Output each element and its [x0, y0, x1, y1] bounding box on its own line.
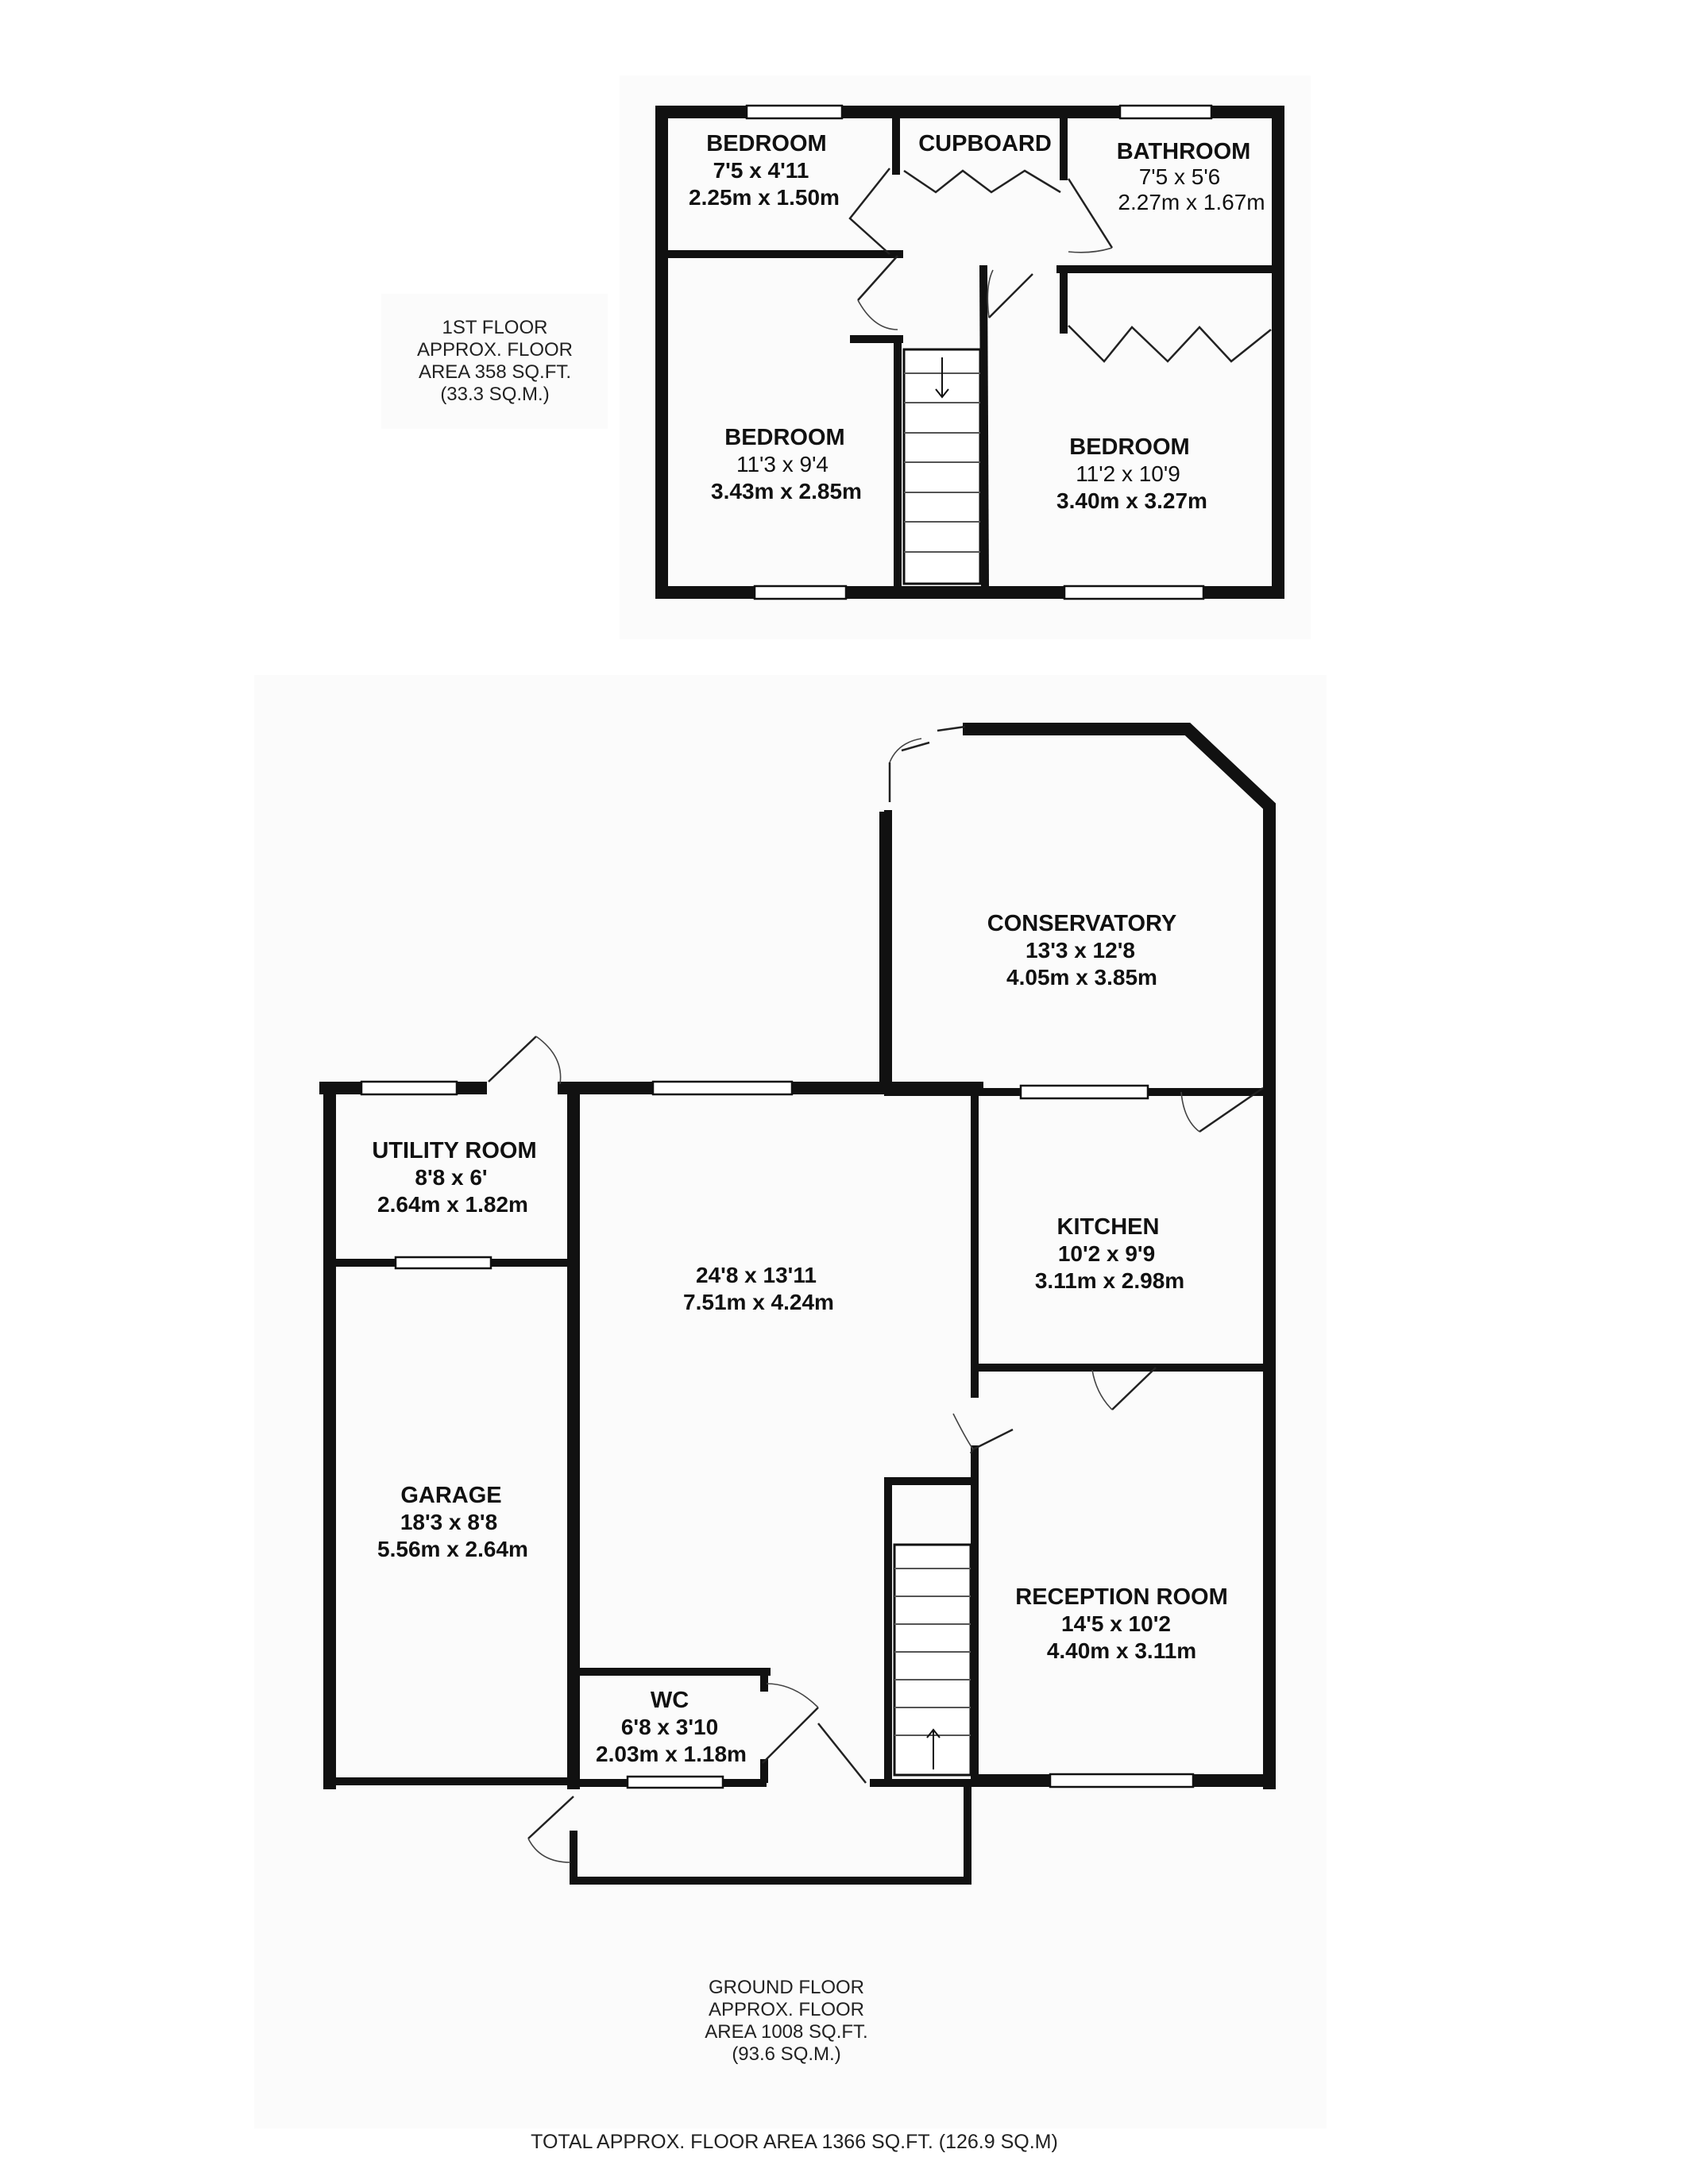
svg-text:GROUND FLOOR: GROUND FLOOR — [709, 1977, 864, 1998]
bedroom-right-metric: 3.40m x 3.27m — [1056, 488, 1207, 513]
living-imperial: 24'8 x 13'11 — [696, 1263, 817, 1287]
garage-imperial: 18'3 x 8'8 — [400, 1510, 497, 1534]
ground-floor-panel — [254, 675, 1327, 2128]
living-metric: 7.51m x 4.24m — [683, 1290, 834, 1314]
stairs-up-arrow — [926, 1728, 941, 1769]
bedroom-small-imperial: 7'5 x 4'11 — [713, 158, 809, 183]
bedroom-small-metric: 2.25m x 1.50m — [689, 185, 840, 210]
conservatory-name: CONSERVATORY — [987, 911, 1177, 936]
cupboard-name: CUPBOARD — [918, 131, 1052, 156]
bedroom-right-name: BEDROOM — [1069, 434, 1189, 460]
svg-text:AREA 358 SQ.FT.: AREA 358 SQ.FT. — [419, 361, 571, 383]
first-floor-area-note: 1ST FLOOR APPROX. FLOOR AREA 358 SQ.FT. … — [417, 317, 573, 405]
bathroom-imperial: 7'5 x 5'6 — [1139, 164, 1221, 189]
ground-floor-walls — [319, 723, 1276, 1885]
bedroom-right-imperial: 11'2 x 10'9 — [1076, 461, 1180, 486]
wc-name: WC — [651, 1688, 689, 1713]
kitchen-name: KITCHEN — [1057, 1214, 1160, 1240]
utility-room-imperial: 8'8 x 6' — [415, 1165, 487, 1190]
utility-room-metric: 2.64m x 1.82m — [377, 1192, 528, 1217]
ground-floor-area-note: GROUND FLOOR APPROX. FLOOR AREA 1008 SQ.… — [705, 1977, 867, 2065]
ground-floor-doors — [488, 725, 1264, 1863]
wc-imperial: 6'8 x 3'10 — [621, 1715, 718, 1739]
bedroom-left-metric: 3.43m x 2.85m — [711, 479, 862, 504]
wc-metric: 2.03m x 1.18m — [596, 1742, 747, 1766]
garage-name: GARAGE — [400, 1483, 501, 1508]
bathroom-metric: 2.27m x 1.67m — [1118, 190, 1265, 214]
first-floor-doors — [848, 168, 1272, 363]
bedroom-left-name: BEDROOM — [724, 425, 844, 450]
bathroom-name: BATHROOM — [1117, 139, 1251, 164]
first-floor: BEDROOM 7'5 x 4'11 2.25m x 1.50m CUPBOAR… — [417, 104, 1284, 600]
conservatory-metric: 4.05m x 3.85m — [1006, 965, 1157, 990]
garage-metric: 5.56m x 2.64m — [377, 1537, 528, 1561]
svg-text:APPROX. FLOOR: APPROX. FLOOR — [709, 1999, 864, 2020]
total-floor-area-note: TOTAL APPROX. FLOOR AREA 1366 SQ.FT. (12… — [531, 2131, 1058, 2153]
svg-text:1ST FLOOR: 1ST FLOOR — [442, 317, 548, 338]
utility-room-name: UTILITY ROOM — [372, 1138, 536, 1163]
kitchen-imperial: 10'2 x 9'9 — [1058, 1241, 1155, 1266]
reception-room-imperial: 14'5 x 10'2 — [1061, 1611, 1171, 1636]
ground-floor-windows — [360, 1080, 1195, 1789]
conservatory-imperial: 13'3 x 12'8 — [1026, 938, 1135, 963]
ground-floor-stairs — [893, 1543, 972, 1777]
bedroom-small-name: BEDROOM — [706, 131, 826, 156]
svg-text:APPROX. FLOOR: APPROX. FLOOR — [417, 339, 573, 361]
reception-room-name: RECEPTION ROOM — [1015, 1584, 1227, 1610]
svg-text:(93.6 SQ.M.): (93.6 SQ.M.) — [732, 2043, 840, 2065]
svg-text:(33.3 SQ.M.): (33.3 SQ.M.) — [440, 384, 549, 405]
bedroom-left-imperial: 11'3 x 9'4 — [736, 452, 829, 477]
first-floor-windows — [745, 104, 1213, 600]
first-floor-walls — [655, 106, 1284, 599]
reception-room-metric: 4.40m x 3.11m — [1047, 1638, 1196, 1663]
ground-floor: CONSERVATORY 13'3 x 12'8 4.05m x 3.85m U… — [319, 723, 1276, 2065]
svg-text:AREA 1008 SQ.FT.: AREA 1008 SQ.FT. — [705, 2021, 867, 2043]
stairs-down-arrow — [935, 357, 949, 399]
first-floor-note-panel — [381, 294, 608, 429]
first-floor-stairs — [902, 348, 982, 585]
kitchen-metric: 3.11m x 2.98m — [1035, 1268, 1184, 1293]
